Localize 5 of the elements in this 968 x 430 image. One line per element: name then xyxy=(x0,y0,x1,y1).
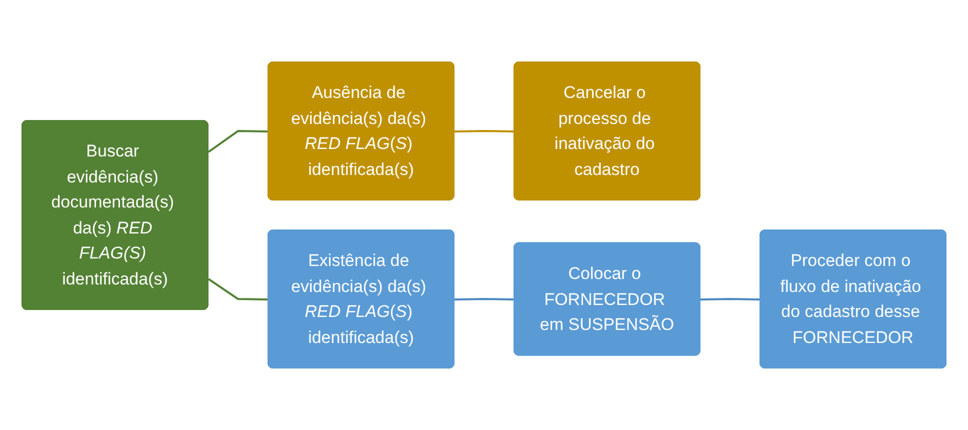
connector xyxy=(454,298,515,300)
connector xyxy=(454,130,515,132)
connector xyxy=(208,130,269,153)
connector xyxy=(208,278,269,300)
connector xyxy=(700,298,761,300)
